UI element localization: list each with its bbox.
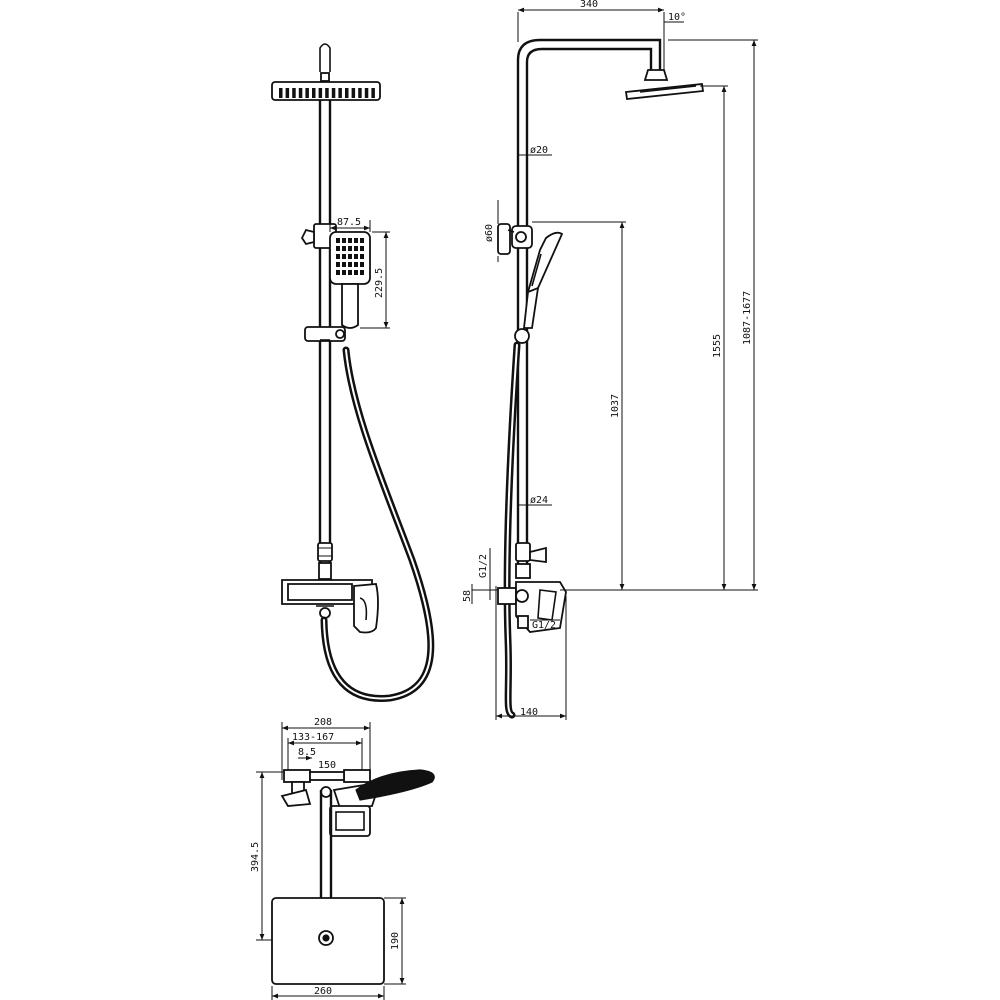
hand-nozzle-mark bbox=[336, 262, 340, 267]
head-connector bbox=[320, 72, 330, 82]
hand-nozzle-mark bbox=[354, 246, 358, 251]
nozzle-mark bbox=[305, 88, 309, 98]
nozzle-mark bbox=[338, 88, 342, 98]
hand-nozzle-mark bbox=[342, 262, 346, 267]
label-head-angle: 10° bbox=[668, 12, 686, 23]
label-cover-diameter: 58 bbox=[462, 590, 473, 602]
nozzle-mark bbox=[371, 88, 375, 98]
riser-bracket-lower bbox=[317, 542, 333, 562]
hand-nozzle-mark bbox=[348, 238, 352, 243]
label-eccentric-offset: 8.5 bbox=[298, 747, 316, 758]
label-head-depth: 190 bbox=[390, 932, 401, 950]
hand-shower-top bbox=[355, 769, 435, 801]
hand-nozzle-mark bbox=[342, 270, 346, 275]
riser-bracket-side bbox=[515, 542, 531, 562]
diverter bbox=[318, 562, 332, 580]
nozzle-mark bbox=[318, 88, 323, 98]
nozzle-mark bbox=[358, 88, 362, 98]
label-slide-height: 1037 bbox=[610, 394, 621, 418]
shower-hose-front bbox=[320, 346, 435, 702]
hand-nozzle-mark bbox=[354, 262, 358, 267]
hand-nozzle-mark bbox=[360, 270, 364, 275]
label-handshower-width: 87.5 bbox=[337, 217, 361, 228]
nozzle-mark bbox=[351, 88, 356, 98]
label-inlet-thread-top: G1/2 bbox=[478, 554, 489, 578]
nozzle-mark bbox=[279, 88, 283, 98]
label-projection: 140 bbox=[520, 707, 538, 718]
hand-nozzle-mark bbox=[354, 270, 358, 275]
nozzle-mark bbox=[285, 88, 290, 98]
label-mixer-width: 150 bbox=[318, 760, 336, 771]
top-view: 208 133-167 8.5 150 394.5 190 260 bbox=[250, 717, 435, 1000]
hand-nozzle-mark bbox=[342, 246, 346, 251]
overhead-arm-inner bbox=[525, 47, 653, 578]
hand-nozzle-mark bbox=[342, 254, 346, 259]
hand-shower-front bbox=[329, 231, 371, 329]
nozzle-mark bbox=[325, 88, 329, 98]
label-outlet-thread: G1/2 bbox=[532, 620, 556, 631]
hand-nozzle-mark bbox=[336, 238, 340, 243]
slide-ball bbox=[514, 328, 530, 344]
hand-nozzle-mark bbox=[348, 254, 352, 259]
hand-nozzle-mark bbox=[354, 238, 358, 243]
hand-nozzle-mark bbox=[360, 254, 364, 259]
label-arm-length: 340 bbox=[580, 0, 598, 10]
hand-nozzle-mark bbox=[348, 270, 352, 275]
mixer-front bbox=[281, 579, 379, 634]
hand-nozzle-mark bbox=[336, 254, 340, 259]
label-riser-diameter: ø20 bbox=[530, 145, 548, 156]
label-center-distance: 133-167 bbox=[292, 732, 334, 743]
front-view: 87.5 229.5 bbox=[271, 43, 435, 702]
slide-holder bbox=[304, 326, 346, 342]
label-head-width: 260 bbox=[314, 986, 332, 997]
label-lower-pipe-diameter: ø24 bbox=[530, 495, 548, 506]
hand-nozzle-mark bbox=[336, 246, 340, 251]
hand-nozzle-mark bbox=[348, 246, 352, 251]
slide-holder-side bbox=[497, 223, 533, 255]
label-head-height: 1555 bbox=[712, 334, 723, 358]
hand-shower-side bbox=[522, 231, 564, 329]
nozzle-mark bbox=[292, 88, 296, 98]
nozzle-mark bbox=[364, 88, 369, 98]
label-slide-diameter: ø60 bbox=[484, 224, 495, 242]
overhead-arm-outer bbox=[516, 38, 662, 578]
hand-nozzle-mark bbox=[342, 238, 346, 243]
hand-nozzle-mark bbox=[360, 246, 364, 251]
nozzle-mark bbox=[312, 88, 316, 98]
hand-nozzle-mark bbox=[336, 270, 340, 275]
hand-nozzle-mark bbox=[360, 262, 364, 267]
label-total-height: 1087-1677 bbox=[742, 291, 753, 345]
nozzle-mark bbox=[331, 88, 336, 98]
head-swivel bbox=[643, 69, 669, 81]
riser-top-cap bbox=[319, 43, 331, 72]
hand-nozzle-mark bbox=[354, 254, 358, 259]
label-arm-reach: 394.5 bbox=[250, 842, 261, 872]
dim-side bbox=[471, 7, 758, 720]
label-handshower-length: 229.5 bbox=[374, 268, 385, 298]
rain-head-front bbox=[271, 81, 381, 101]
label-bar-overall-width: 208 bbox=[314, 717, 332, 728]
dim-handshower bbox=[329, 220, 390, 329]
side-view: 340 10° ø20 ø60 ø24 1087-1677 1555 1037 … bbox=[462, 0, 758, 720]
nozzle-mark bbox=[345, 88, 349, 98]
nozzle-mark bbox=[298, 88, 303, 98]
hand-nozzle-mark bbox=[348, 262, 352, 267]
hand-nozzle-mark bbox=[360, 238, 364, 243]
mixer-top bbox=[280, 769, 377, 837]
